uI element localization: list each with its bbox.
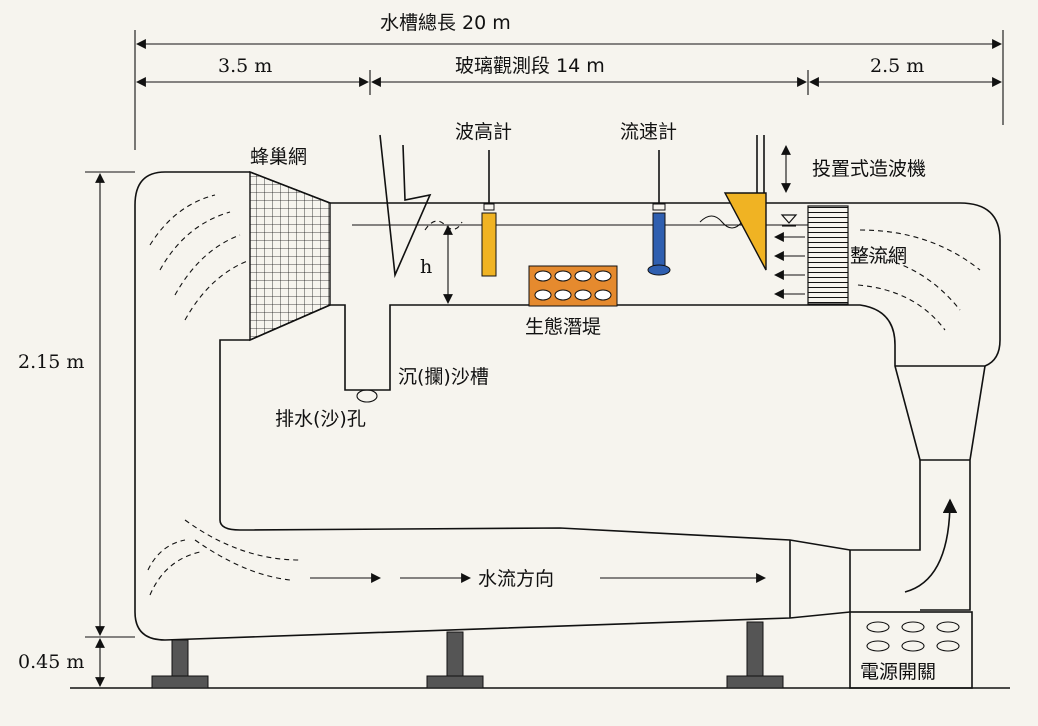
ecological-dike-label: 生態潛堤 (525, 316, 601, 338)
seg-middle-label: 玻璃觀測段 14 m (455, 55, 605, 77)
water-level-marker (780, 214, 798, 227)
ecological-dike-icon (528, 265, 618, 307)
wave-sketch-right (699, 215, 743, 229)
current-meter-icon (647, 150, 671, 276)
power-switch-knobs (866, 621, 960, 652)
honeycomb-label: 蜂巢網 (250, 146, 307, 168)
seg-right-label: 2.5 m (870, 55, 924, 77)
return-flow-arrow (904, 498, 958, 593)
seg-left-label: 3.5 m (218, 55, 272, 77)
flow-straightener (807, 205, 849, 305)
support-left (151, 639, 209, 689)
support-middle (426, 631, 484, 689)
wave-maker-icon (723, 135, 791, 271)
support-right (726, 621, 784, 689)
drain-hole-icon (356, 389, 378, 403)
sediment-gate (379, 134, 432, 279)
sediment-trap-label: 沉(攔)沙槽 (398, 366, 489, 388)
straightener-arrows (774, 232, 805, 299)
return-funnel (920, 365, 986, 611)
wave-gauge-icon (481, 150, 497, 277)
power-switch-box (849, 611, 973, 689)
channel-floor (330, 304, 921, 461)
wave-maker-label: 投置式造波機 (812, 158, 926, 180)
wave-gauge-label: 波高計 (455, 121, 512, 143)
power-switch-label: 電源開關 (860, 661, 936, 683)
current-meter-label: 流速計 (620, 121, 677, 143)
flow-direction-label: 水流方向 (478, 568, 554, 590)
height-lower-label: 0.45 m (18, 651, 84, 673)
total-length-label: 水槽總長 20 m (380, 12, 511, 34)
honeycomb-mesh (249, 170, 331, 342)
flow-streamlines (147, 194, 981, 596)
height-upper-label: 2.15 m (18, 351, 84, 373)
flume-top-channel (330, 202, 1001, 367)
depth-label: h (420, 256, 432, 278)
flume-outer-outline (134, 171, 851, 641)
straightener-label: 整流網 (850, 245, 907, 267)
wave-sketch-left (424, 220, 463, 231)
drain-hole-label: 排水(沙)孔 (275, 408, 366, 430)
